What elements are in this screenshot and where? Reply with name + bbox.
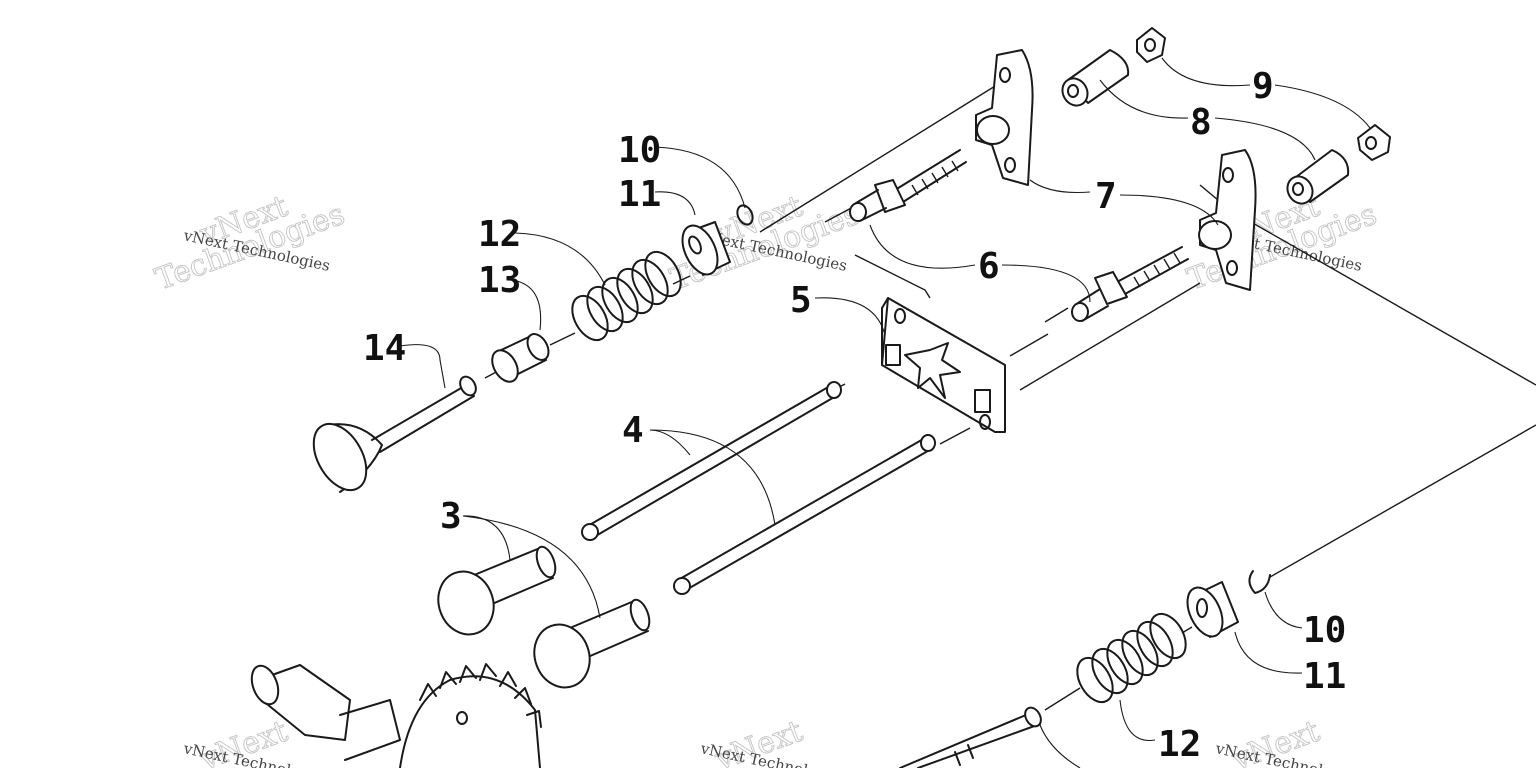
leader-5 xyxy=(814,297,886,336)
leader-12b xyxy=(1119,699,1156,742)
push-rod-upper xyxy=(581,381,842,541)
axis-line xyxy=(1269,424,1536,578)
leader-13 xyxy=(511,279,542,331)
rocker-nut-upper xyxy=(1136,27,1166,63)
valve-lower xyxy=(899,706,1042,768)
leader-8a xyxy=(1099,79,1189,119)
leader-12a xyxy=(514,232,606,286)
axis-line xyxy=(1044,307,1069,323)
callout-13: 13 xyxy=(478,260,521,301)
rocker-arm-upper xyxy=(975,49,1034,186)
leader-14b xyxy=(1039,724,1081,768)
callout-12-lower: 12 xyxy=(1158,724,1201,765)
callout-labels: 3 4 5 6 7 8 9 10 10 11 11 12 12 13 14 xyxy=(363,66,1346,765)
leader-3b xyxy=(462,515,601,619)
callout-10-lower: 10 xyxy=(1303,610,1346,651)
leader-6a xyxy=(869,224,976,269)
callout-4: 4 xyxy=(622,410,644,451)
callout-10-upper: 10 xyxy=(618,130,661,171)
axis-line xyxy=(1044,687,1081,711)
rocker-pivot-upper xyxy=(1061,49,1130,107)
axis-line xyxy=(549,332,576,346)
valve-keeper-upper xyxy=(736,204,754,226)
valve-upper xyxy=(312,375,477,493)
leader-6b xyxy=(1001,264,1091,303)
watermark-bottom-left: vNext vNext Technologies xyxy=(181,713,331,768)
rocker-stud-lower xyxy=(1071,246,1189,322)
leader-9a xyxy=(1161,57,1251,87)
watermark-bottom-center: vNext vNext Technologies xyxy=(698,713,848,768)
leader-lines xyxy=(399,57,1371,768)
callout-5: 5 xyxy=(790,280,812,321)
rocker-pivot-lower xyxy=(1286,149,1350,205)
axis-line xyxy=(939,427,971,445)
axis-line xyxy=(1009,333,1049,357)
leader-11b xyxy=(1234,631,1303,674)
leader-3a xyxy=(462,515,511,561)
axis-line xyxy=(854,254,931,299)
leader-9b xyxy=(1274,84,1371,129)
leader-4b xyxy=(649,429,776,526)
leader-7b xyxy=(1119,194,1219,226)
rocker-stud-upper xyxy=(849,149,967,222)
valve-stem-seal xyxy=(491,333,550,383)
leader-7a xyxy=(1029,179,1091,194)
camshaft-gear xyxy=(250,663,542,768)
leader-8b xyxy=(1214,117,1316,161)
rocker-arm-lower xyxy=(1198,149,1257,291)
tappet-lower xyxy=(533,598,651,689)
valve-spring-upper xyxy=(571,250,682,342)
push-rod-guide-plate xyxy=(881,297,1006,433)
spring-retainer-lower xyxy=(1186,581,1239,638)
callout-3: 3 xyxy=(440,496,462,537)
watermark-bottom-right: vNext vNext Technologies xyxy=(1213,713,1363,768)
leader-10b xyxy=(1264,591,1303,629)
callout-11-lower: 11 xyxy=(1303,656,1346,697)
spring-retainer-upper xyxy=(681,221,731,276)
tappet-upper xyxy=(437,545,557,636)
leader-11a xyxy=(654,191,696,216)
rocker-nut-lower xyxy=(1357,124,1391,161)
push-rod-lower xyxy=(673,434,936,595)
leader-4a xyxy=(649,429,691,456)
valve-keeper-lower xyxy=(1248,570,1271,594)
valve-spring-lower xyxy=(1076,612,1187,704)
callout-12-upper: 12 xyxy=(478,214,521,255)
callout-14: 14 xyxy=(363,328,406,369)
callout-8: 8 xyxy=(1190,102,1212,143)
callout-6: 6 xyxy=(978,246,1000,287)
watermark-top-left: vNext Technologies vNext Technologies xyxy=(150,188,349,298)
callout-9: 9 xyxy=(1252,66,1274,107)
callout-11-upper: 11 xyxy=(618,174,661,215)
callout-7: 7 xyxy=(1095,176,1117,217)
axis-line xyxy=(759,82,1001,233)
axis-line xyxy=(1019,282,1201,391)
leader-14 xyxy=(399,344,446,389)
leader-10a xyxy=(654,146,746,209)
